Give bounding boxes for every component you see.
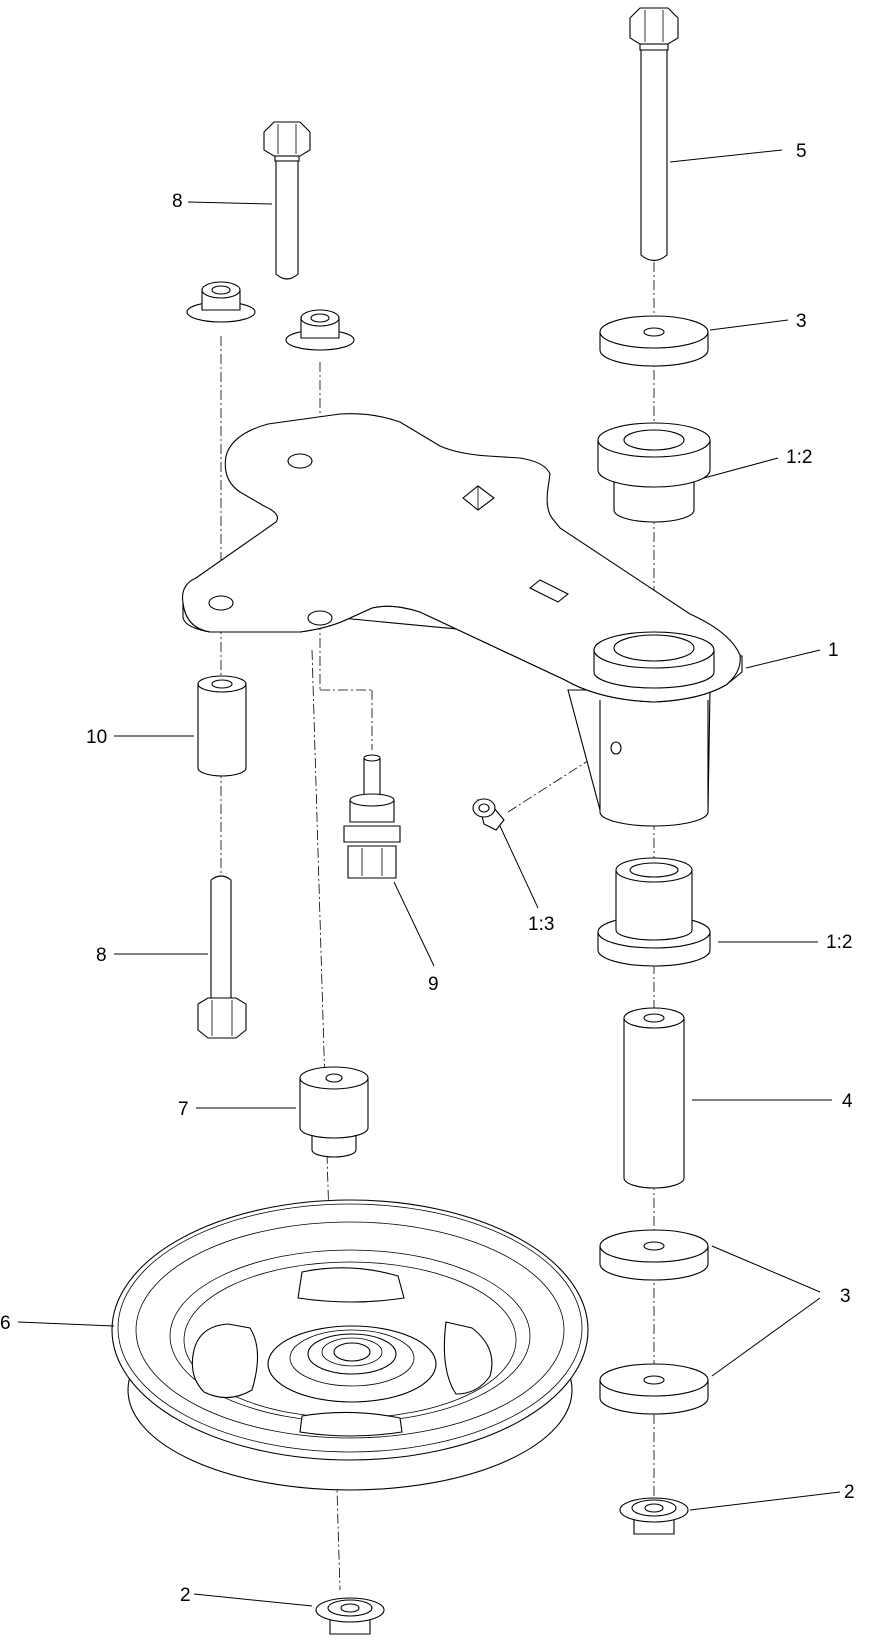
part-1-3-grease-fitting [472,798,505,831]
callout-1-2-upper: 1:2 [786,447,812,468]
callout-10: 10 [86,727,107,748]
part-8-bolt-lower [197,875,247,1039]
callout-2-right: 2 [844,1482,855,1503]
part-10-spacer [197,675,247,777]
leader-lines [17,149,841,1607]
part-9-stud [343,754,401,879]
part-2-flange-nut-right [619,1497,689,1535]
part-1-2-bushing-upper [597,422,711,523]
part-7-bushing [299,1066,369,1158]
part-6-pulley [111,1199,589,1491]
callout-1: 1 [828,640,839,661]
flange-nut-left [186,281,256,323]
callout-4: 4 [842,1091,853,1112]
callout-6: 6 [0,1313,11,1334]
part-3-washer-top [599,315,709,367]
callout-5: 5 [796,141,807,162]
part-5-bolt [629,7,679,262]
flange-nut-right [285,309,355,351]
part-2-flange-nut-bottom [315,1597,385,1635]
part-1-2-bushing-lower [597,857,711,967]
callout-1-3: 1:3 [528,914,554,935]
callout-2-bottom: 2 [180,1585,191,1606]
part-1-idler-arm [181,413,743,827]
callout-3-lower: 3 [840,1286,851,1307]
callout-1-2-lower: 1:2 [826,932,852,953]
callout-9: 9 [428,974,439,995]
callout-3-top: 3 [796,311,807,332]
callout-labels: 5 3 1:2 1 8 10 1:3 9 8 1:2 4 7 3 6 2 2 [0,141,855,1606]
callout-8-lower: 8 [96,945,107,966]
callout-7: 7 [178,1099,189,1120]
part-3-washer-lower-a [599,1229,709,1281]
part-8-bolt-upper [263,121,311,280]
callout-8-upper: 8 [172,191,183,212]
part-3-washer-lower-b [599,1363,709,1415]
part-4-spacer [623,1007,685,1189]
